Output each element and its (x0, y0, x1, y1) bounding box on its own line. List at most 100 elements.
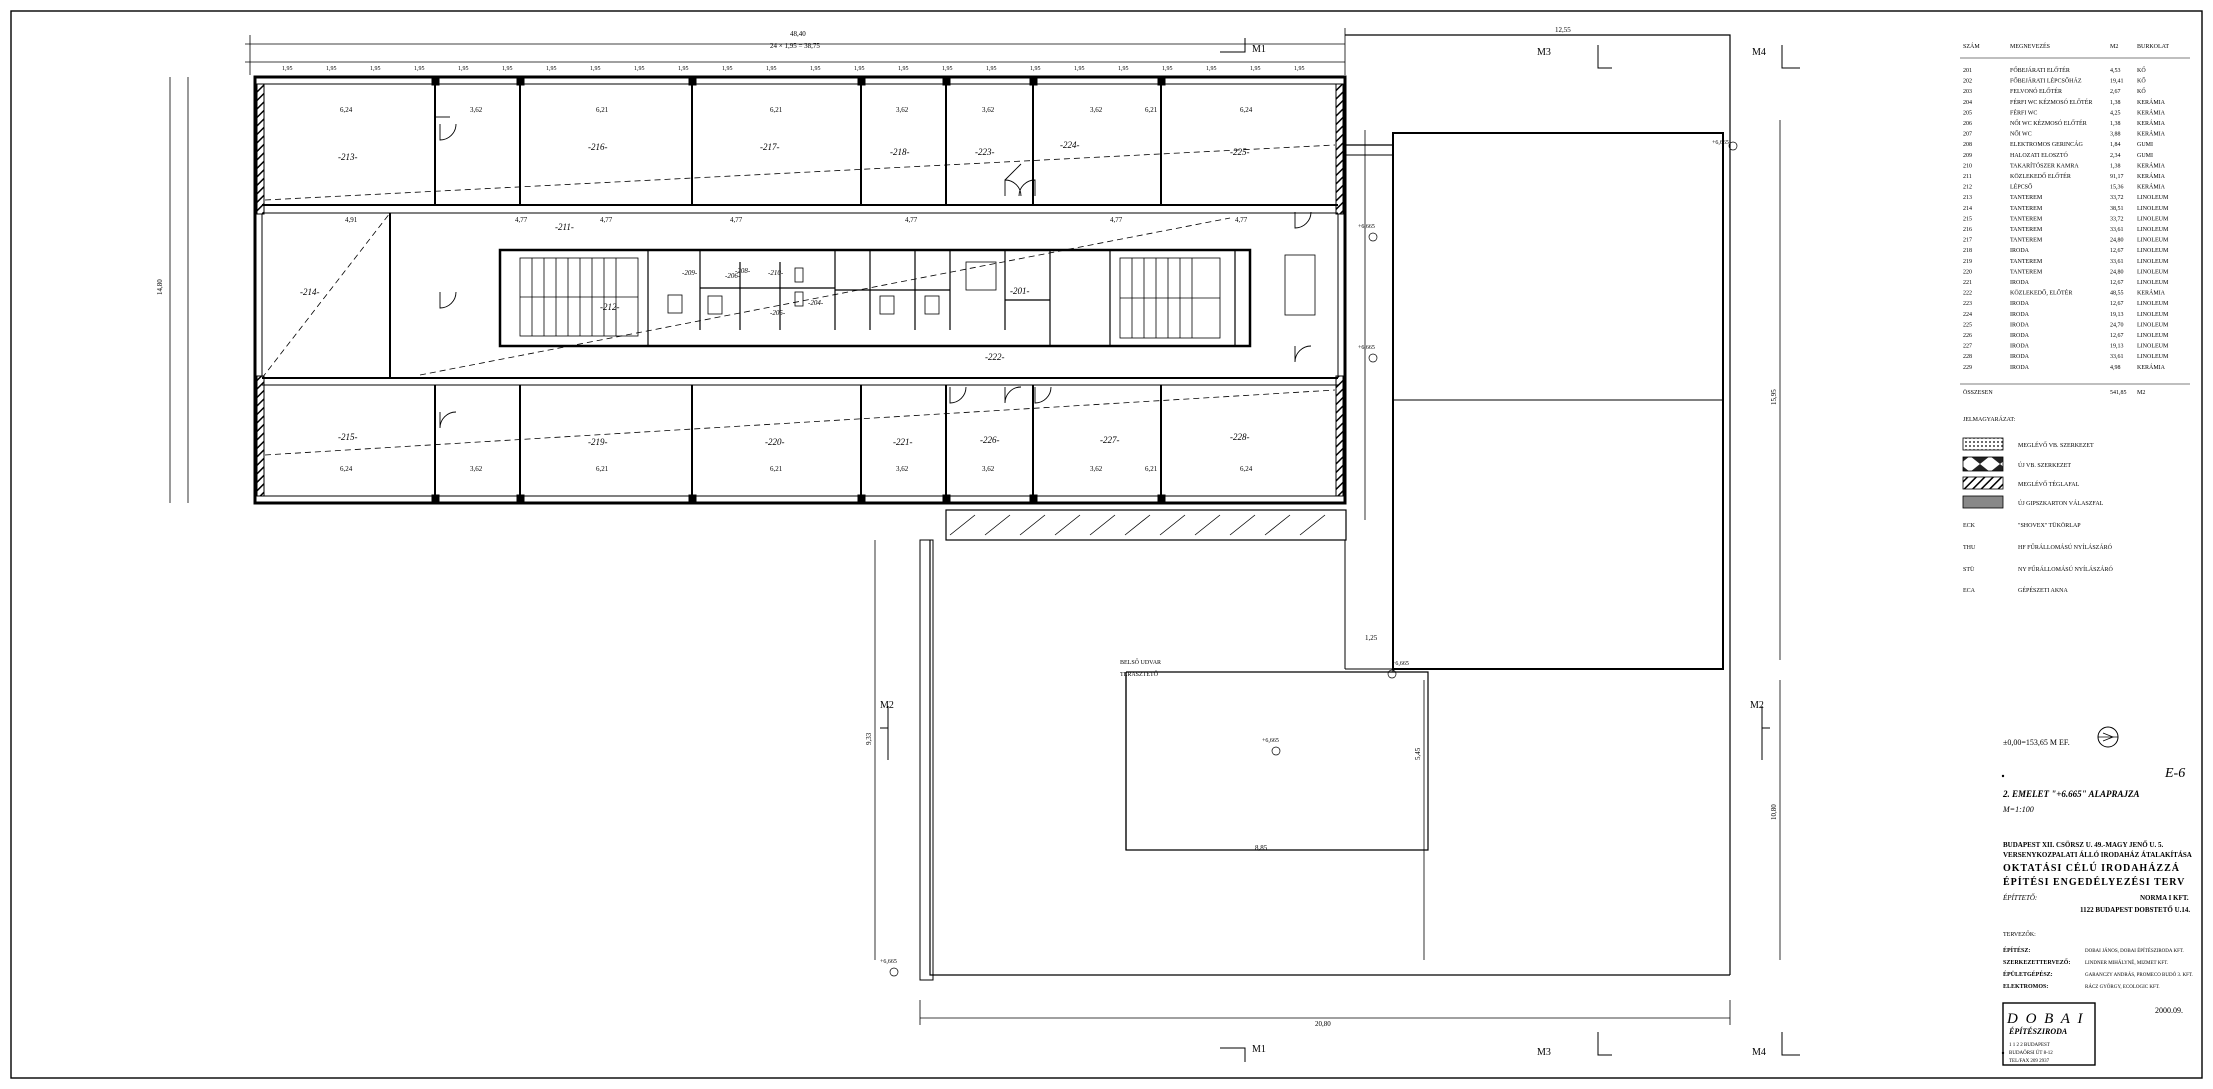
svg-text:ÉPÍTTETŐ:: ÉPÍTTETŐ: (2002, 894, 2037, 902)
svg-text:M3: M3 (1537, 1047, 1551, 1058)
room-216: -216- (588, 142, 608, 152)
north-note: ±0,00=153,65 M EF. (2003, 738, 2070, 747)
svg-text:3,62: 3,62 (1090, 465, 1103, 473)
schedule-room-number: 214 (1963, 206, 1972, 212)
svg-text:"SHOVEX" TÜKÖRLAP: "SHOVEX" TÜKÖRLAP (2018, 522, 2081, 529)
svg-text:VERSENYKOZPALATI ÁLLÓ IRODAHÁZ: VERSENYKOZPALATI ÁLLÓ IRODAHÁZ ÁTALAKÍTÁ… (2003, 851, 2192, 859)
schedule-room-area: 24,80 (2110, 238, 2124, 244)
dimension-lines (169, 28, 1781, 1025)
schedule-room-number: 215 (1963, 216, 1972, 222)
schedule-room-number: 219 (1963, 259, 1972, 265)
svg-text:1,95: 1,95 (634, 66, 645, 72)
schedule-room-area: 2,67 (2110, 89, 2121, 95)
svg-text:MEGLÉVŐ VB. SZERKEZET: MEGLÉVŐ VB. SZERKEZET (2018, 441, 2094, 449)
schedule-room-number: 201 (1963, 68, 1972, 74)
schedule-room-flooring: LINOLEUM (2137, 301, 2169, 307)
schedule-room-name: NŐI WC KÉZMOSÓ ELŐTÉR (2010, 119, 2087, 127)
svg-text:MEGLÉVŐ TÉGLAFAL: MEGLÉVŐ TÉGLAFAL (2018, 480, 2080, 488)
schedule-room-number: 221 (1963, 280, 1972, 286)
svg-text:1,95: 1,95 (678, 66, 689, 72)
dashed-lines (261, 144, 1336, 456)
svg-text:6,24: 6,24 (1240, 106, 1253, 114)
schedule-room-number: 212 (1963, 185, 1972, 191)
schedule-room-number: 224 (1963, 312, 1972, 318)
drawing-title: 2. EMELET "+6.665" ALAPRAJZA (2002, 789, 2140, 799)
svg-text:ÚJ VB. SZERKEZET: ÚJ VB. SZERKEZET (2018, 461, 2071, 469)
schedule-room-flooring: LINOLEUM (2137, 248, 2169, 254)
schedule-room-area: 24,80 (2110, 269, 2124, 275)
svg-text:OKTATÁSI CÉLÚ IRODAHÁZZÁ: OKTATÁSI CÉLÚ IRODAHÁZZÁ (2003, 862, 2180, 874)
office-stamp (2002, 1002, 2096, 1066)
schedule-room-area: 4,25 (2110, 110, 2121, 116)
schedule-room-name: KÖZLEKEDŐ ELŐTÉR (2010, 172, 2071, 180)
section-mark-m3-bottom: M3 (1537, 1032, 1612, 1058)
schedule-room-number: 218 (1963, 248, 1972, 254)
schedule-room-flooring: GUMI (2137, 153, 2153, 159)
schedule-room-flooring: LINOLEUM (2137, 344, 2169, 350)
svg-text:M3: M3 (1537, 47, 1551, 58)
schedule-room-area: 1,38 (2110, 163, 2121, 169)
stair-left (519, 257, 639, 337)
svg-text:M2: M2 (1750, 700, 1764, 711)
schedule-room-area: 12,67 (2110, 333, 2124, 339)
room-210: -210- (768, 269, 784, 277)
svg-text:1,95: 1,95 (546, 66, 557, 72)
yard-label: BELSŐ UDVAR (1120, 658, 1161, 666)
svg-text:BUDAPEST XII. CSÖRSZ U. 49.-MA: BUDAPEST XII. CSÖRSZ U. 49.-MAGY JENŐ U.… (2003, 841, 2163, 849)
svg-text:3,62: 3,62 (982, 106, 995, 114)
schedule-room-number: 217 (1963, 238, 1972, 244)
annex-strip (945, 509, 1347, 541)
svg-text:1 1 2 2 BUDAPEST: 1 1 2 2 BUDAPEST (2009, 1043, 2050, 1048)
schedule-room-name: FÉRFI WC KÉZMOSÓ ELŐTÉR (2010, 98, 2092, 106)
legend-swatch-gray (1962, 495, 2004, 509)
section-mark-m1-bottom: M1 (1220, 1044, 1266, 1062)
svg-text:ECK: ECK (1963, 523, 1976, 529)
svg-text:3,62: 3,62 (470, 106, 483, 114)
schedule-room-area: 19,13 (2110, 344, 2124, 350)
schedule-room-flooring: GUMI (2137, 142, 2153, 148)
schedule-room-name: IRODA (2010, 344, 2030, 350)
svg-text:ELEKTROMOS:: ELEKTROMOS: (2003, 984, 2048, 990)
schedule-room-name: IRODA (2010, 365, 2030, 371)
dim-right-1: 12,55 (1555, 26, 1571, 34)
svg-text:4,77: 4,77 (730, 216, 743, 224)
dim-yard-width: 8,85 (1255, 844, 1268, 852)
schedule-total-value: 541,85 (2110, 390, 2127, 396)
svg-text:1,95: 1,95 (1294, 66, 1305, 72)
svg-text:1,95: 1,95 (502, 66, 513, 72)
schedule-room-name: TANTEREM (2010, 269, 2043, 275)
schedule-room-name: TANTEREM (2010, 216, 2043, 222)
schedule-room-area: 33,72 (2110, 195, 2124, 201)
svg-text:4,77: 4,77 (1110, 216, 1123, 224)
svg-text:ECA: ECA (1963, 588, 1976, 594)
svg-text:GARANCZY ANDRÁS, PROMECO BUDÓ: GARANCZY ANDRÁS, PROMECO BUDÓ 3. KFT. (2085, 972, 2193, 978)
section-mark-m1-top: M1 (1220, 38, 1266, 55)
room-222: -222- (985, 352, 1005, 362)
svg-text:BURKOLAT: BURKOLAT (2137, 44, 2169, 50)
schedule-room-number: 213 (1963, 195, 1972, 201)
schedule-room-area: 19,13 (2110, 312, 2124, 318)
schedule-room-number: 229 (1963, 365, 1972, 371)
svg-text:+6,665: +6,665 (1392, 661, 1409, 667)
legend-title: JELMAGYARÁZAT: (1963, 415, 2016, 423)
schedule-room-area: 3,88 (2110, 132, 2121, 138)
schedule-room-flooring: LINOLEUM (2137, 206, 2169, 212)
svg-text:M1: M1 (1252, 44, 1266, 55)
schedule-room-flooring: KŐ (2137, 87, 2146, 95)
schedule-room-name: ELEKTROMOS GERINCÁG (2010, 140, 2083, 148)
schedule-room-flooring: KERÁMIA (2137, 161, 2166, 169)
svg-text:SZÁM: SZÁM (1963, 42, 1980, 50)
svg-text:4,77: 4,77 (515, 216, 528, 224)
wc-fixtures (667, 254, 1316, 316)
section-mark-m4-bottom: M4 (1752, 1032, 1800, 1058)
svg-text:6,21: 6,21 (1145, 106, 1158, 114)
exterior-walls (256, 83, 1344, 497)
svg-text:ÉPÍTÉSZIRODA: ÉPÍTÉSZIRODA (2008, 1026, 2068, 1036)
schedule-room-number: 211 (1963, 174, 1972, 180)
schedule-room-flooring: LINOLEUM (2137, 322, 2169, 328)
title-block: ±0,00=153,65 M EF. E-6 2. EMELET "+6.665… (2001, 726, 2193, 1066)
schedule-room-name: TANTEREM (2010, 238, 2043, 244)
svg-text:M2: M2 (2110, 44, 2118, 50)
schedule-room-number: 203 (1963, 89, 1972, 95)
